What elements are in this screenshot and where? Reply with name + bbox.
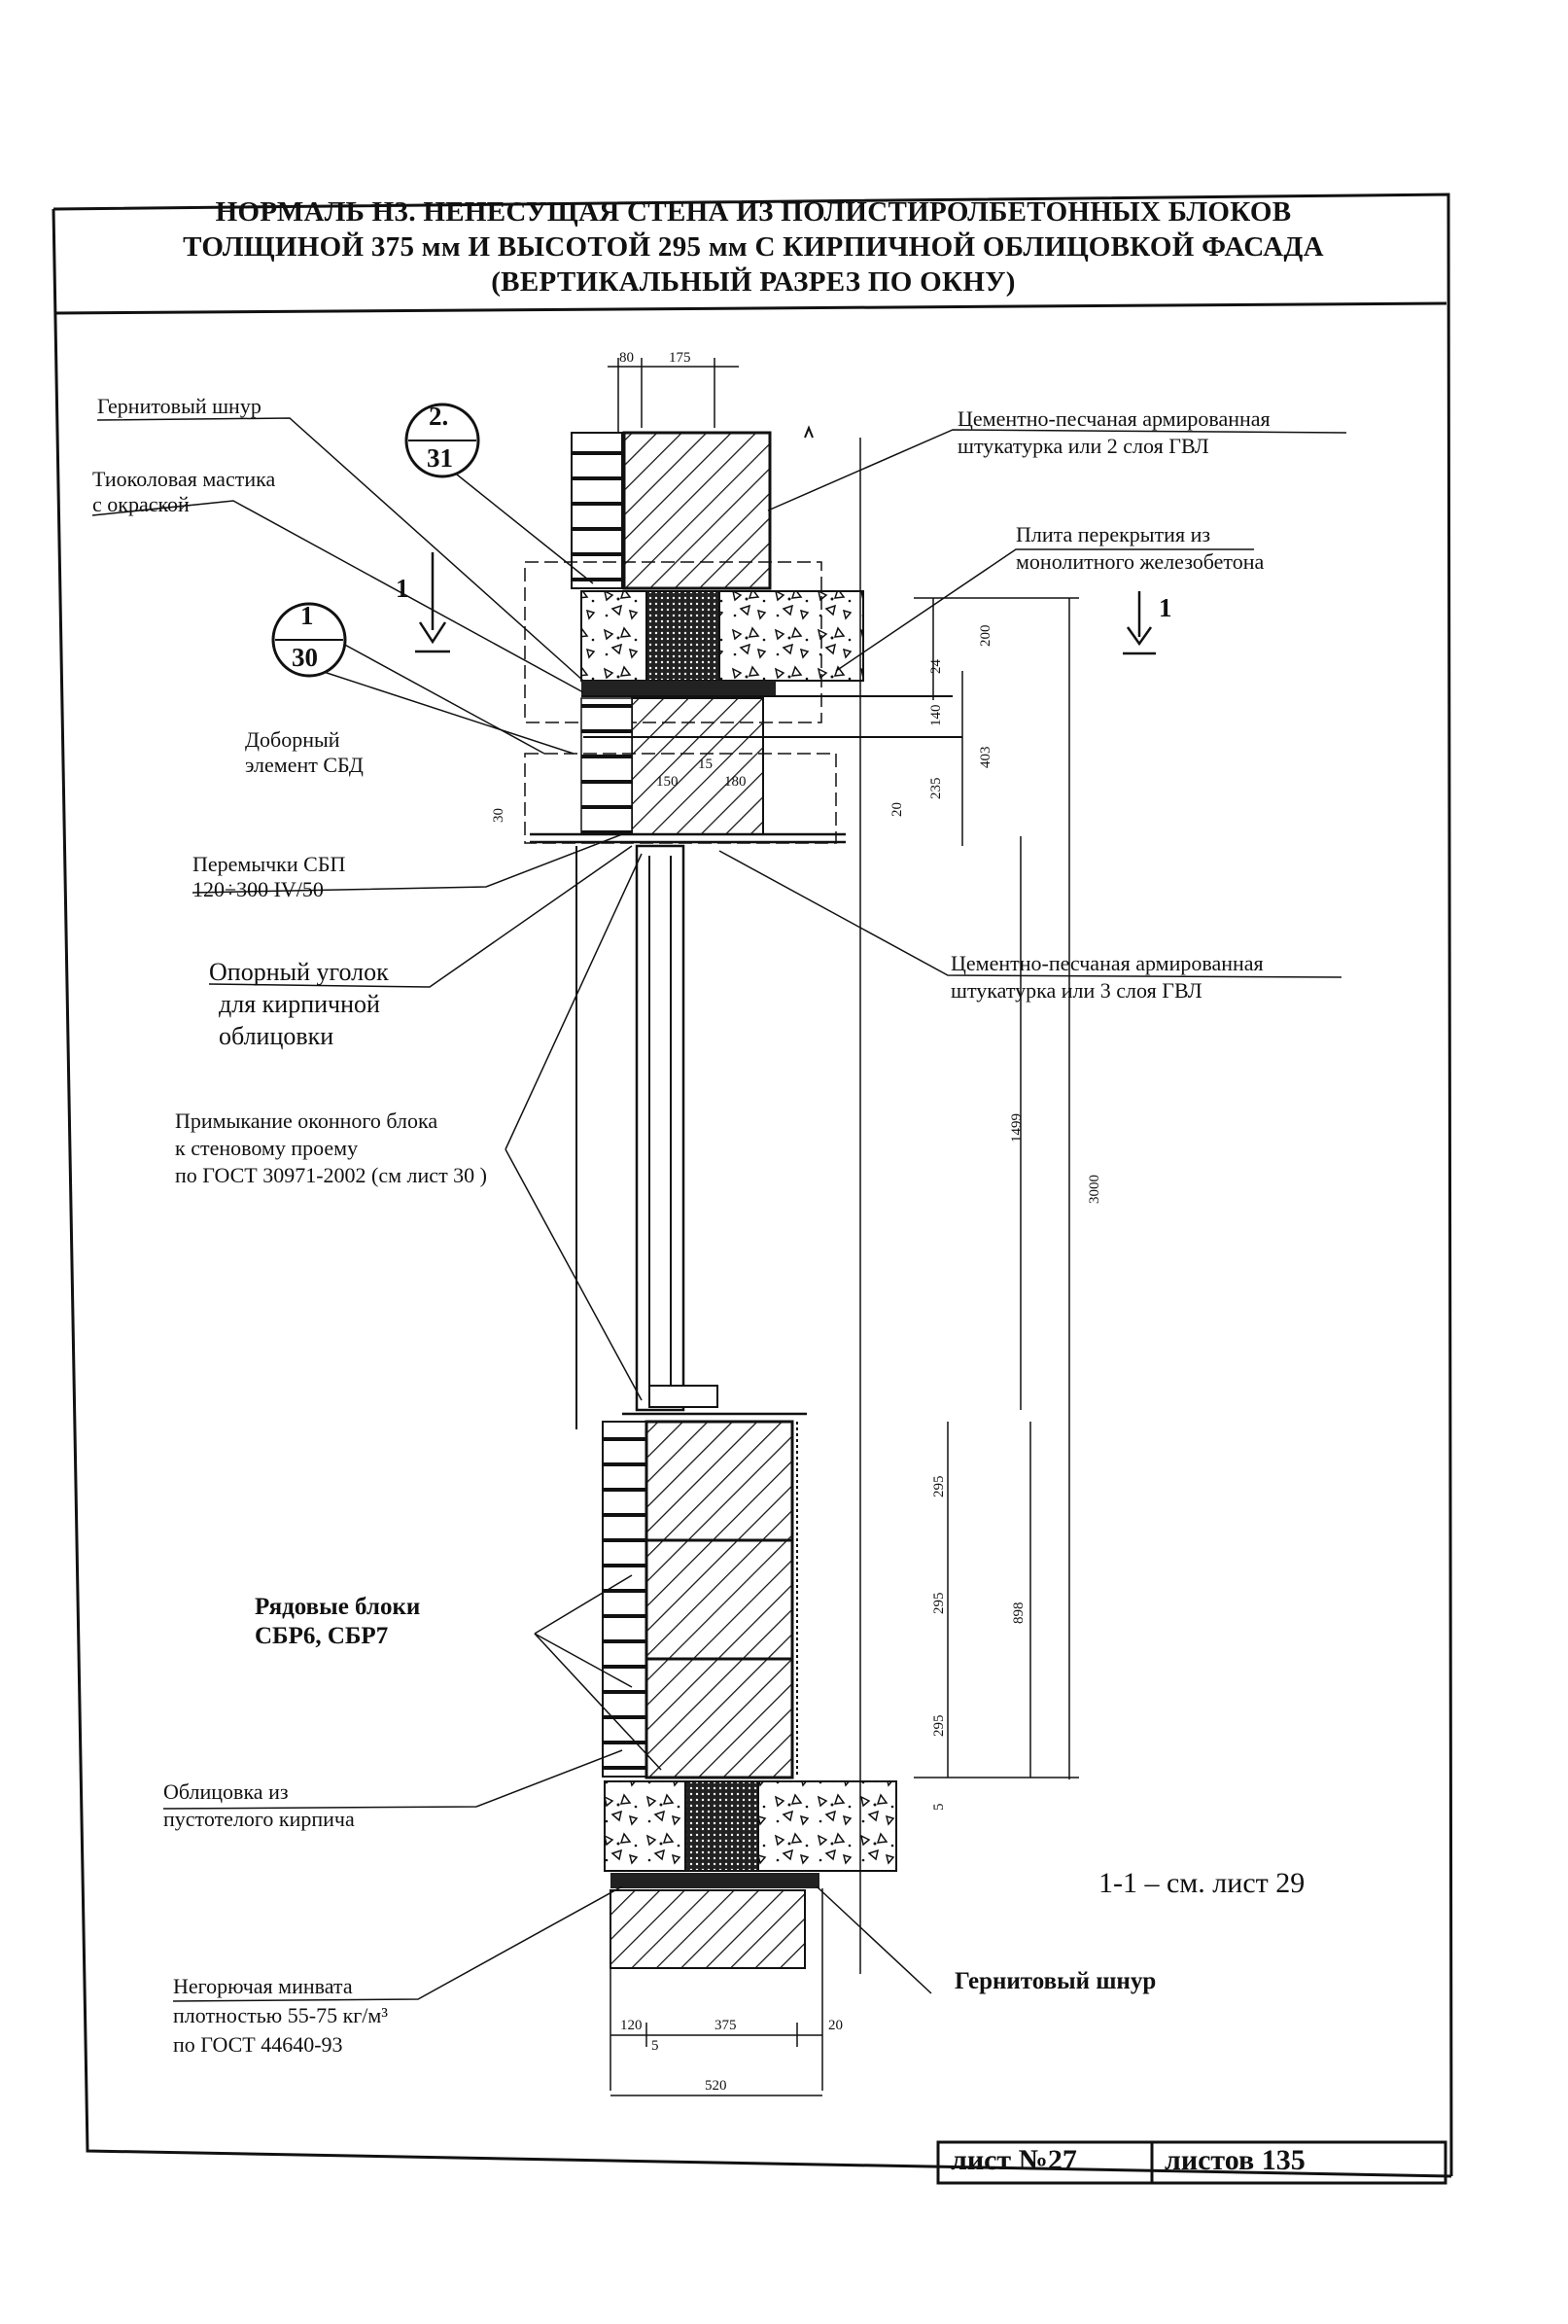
label-plita-2: монолитного железобетона xyxy=(1016,549,1265,574)
dim-175: 175 xyxy=(669,350,691,366)
dim-295b: 295 xyxy=(931,1592,947,1615)
dim-120: 120 xyxy=(620,2018,643,2033)
label-dobor-1: Доборный xyxy=(245,727,340,752)
title-line-3: (ВЕРТИКАЛЬНЫЙ РАЗРЕЗ ПО ОКНУ) xyxy=(491,266,1016,298)
dim-403: 403 xyxy=(978,746,993,769)
dim-375: 375 xyxy=(714,2018,737,2033)
section-mark-left: 1 xyxy=(396,574,409,603)
dim-295a: 295 xyxy=(931,1475,947,1498)
label-shtuk3-2: штукатурка или 3 слоя ГВЛ xyxy=(951,978,1202,1003)
window-block xyxy=(575,844,718,1429)
label-oblic-1: Облицовка из xyxy=(163,1779,289,1804)
upper-floor-slab xyxy=(524,561,953,723)
label-plita-1: Плита перекрытия из xyxy=(1016,522,1211,546)
dim-24: 24 xyxy=(928,659,944,674)
dim-5b: 5 xyxy=(651,2038,659,2054)
label-minvata-3: по ГОСТ 44640-93 xyxy=(173,2032,343,2057)
callout-2-top: 1 xyxy=(300,601,314,630)
drawing-title: НОРМАЛЬ Н3. НЕНЕСУЩАЯ СТЕНА ИЗ ПОЛИСТИРО… xyxy=(58,194,1448,299)
upper-wall xyxy=(571,425,814,590)
label-rad-1: Рядовые блоки xyxy=(255,1594,421,1620)
dim-20b: 20 xyxy=(828,2018,843,2033)
axis-lines xyxy=(610,438,861,2091)
bottom-dimensions xyxy=(610,2023,822,2096)
label-ugolok-1: Опорный уголок xyxy=(209,958,389,986)
label-gernit-bottom: Гернитовый шнур xyxy=(955,1968,1157,1994)
label-peremychki-1: Перемычки СБП xyxy=(192,852,346,876)
label-shtuk2-2: штукатурка или 2 слоя ГВЛ xyxy=(958,434,1209,458)
section-markers xyxy=(415,552,1156,655)
dim-898: 898 xyxy=(1011,1602,1027,1625)
label-primykanie-3: по ГОСТ 30971-2002 (см лист 30 ) xyxy=(175,1163,488,1187)
label-shtuk3-1: Цементно-песчаная армированная xyxy=(951,951,1264,975)
sheet-frame xyxy=(52,193,1453,2178)
dobor-element xyxy=(524,697,962,844)
dim-200: 200 xyxy=(978,624,993,648)
label-shtuk2-1: Цементно-песчаная армированная xyxy=(958,406,1271,431)
label-minvata-2: плотностью 55-75 кг/м³ xyxy=(173,2003,388,2027)
title-line-2: ТОЛЩИНОЙ 375 мм И ВЫСОТОЙ 295 мм С КИРПИ… xyxy=(183,231,1324,263)
label-oblic-2: пустотелого кирпича xyxy=(163,1807,355,1831)
lower-floor-slab xyxy=(604,1780,897,1969)
dim-15: 15 xyxy=(698,757,713,772)
callout-2-bottom: 30 xyxy=(292,643,318,672)
section-mark-right: 1 xyxy=(1159,593,1172,622)
label-gernit-top: Гернитовый шнур xyxy=(97,394,261,418)
dim-235: 235 xyxy=(928,777,944,800)
label-tiokol-2: с окраской xyxy=(92,492,190,516)
label-dobor-2: элемент СБД xyxy=(245,753,364,777)
right-dimensions xyxy=(914,597,1079,1779)
label-ugolok-2: для кирпичной xyxy=(219,990,380,1018)
dim-295c: 295 xyxy=(931,1714,947,1738)
title-line-1: НОРМАЛЬ Н3. НЕНЕСУЩАЯ СТЕНА ИЗ ПОЛИСТИРО… xyxy=(215,196,1292,228)
label-ugolok-3: облицовки xyxy=(219,1022,334,1050)
callout-1-top: 2. xyxy=(429,402,449,431)
leader-lines xyxy=(91,417,1347,2002)
label-primykanie-1: Примыкание оконного блока xyxy=(175,1109,438,1133)
label-minvata-1: Негорючая минвата xyxy=(173,1974,353,1998)
dim-520: 520 xyxy=(705,2078,727,2094)
dim-140: 140 xyxy=(928,704,944,727)
label-section-ref: 1-1 – см. лист 29 xyxy=(1098,1867,1306,1899)
stamp-frame xyxy=(936,2140,1447,2185)
dim-80: 80 xyxy=(619,350,634,366)
stamp-total-sheets: листов 135 xyxy=(1165,2144,1306,2176)
dim-20a: 20 xyxy=(889,802,905,817)
dim-30: 30 xyxy=(491,808,506,823)
callout-circles xyxy=(271,403,480,678)
label-primykanie-2: к стеновому проему xyxy=(175,1136,359,1160)
lower-wall xyxy=(602,1412,807,1779)
dim-1499: 1499 xyxy=(1009,1113,1025,1143)
label-rad-2: СБР6, СБР7 xyxy=(255,1623,389,1649)
stamp-sheet-number: лист №27 xyxy=(951,2144,1077,2176)
dim-180: 180 xyxy=(724,774,747,790)
label-peremychki-2: 120÷300 IV/50 xyxy=(192,877,324,901)
dim-5a: 5 xyxy=(931,1803,947,1812)
dim-3000: 3000 xyxy=(1087,1175,1102,1204)
dim-150: 150 xyxy=(656,774,679,790)
callout-1-bottom: 31 xyxy=(427,443,453,473)
label-tiokol-1: Тиоколовая мастика xyxy=(92,467,276,491)
